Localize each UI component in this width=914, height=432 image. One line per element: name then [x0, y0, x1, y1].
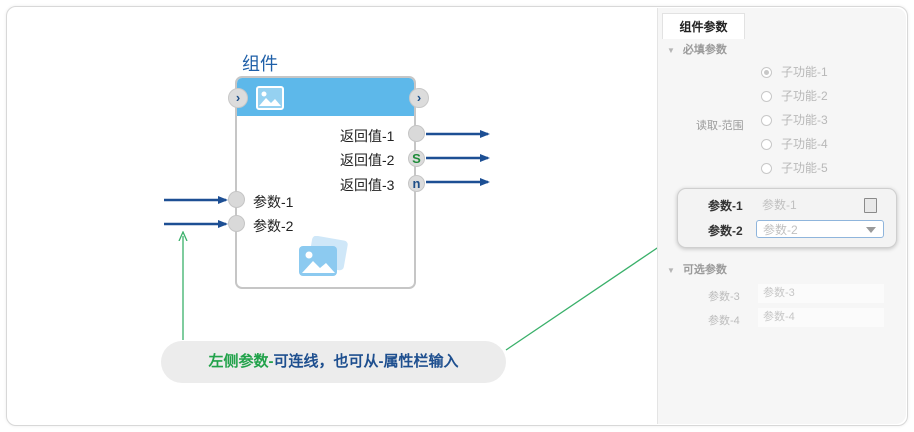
document-icon[interactable] — [864, 198, 877, 213]
radio-option-3[interactable]: 子功能-3 — [761, 111, 828, 128]
input-port-2[interactable] — [228, 215, 245, 232]
output-label-3: 返回值-3 — [340, 177, 395, 193]
image-gallery-icon — [299, 236, 348, 276]
optional-input-4[interactable]: 参数-4 — [758, 308, 884, 327]
param-select-value: 参数-2 — [763, 223, 798, 237]
callout-part-3: 属性栏输入 — [383, 353, 459, 370]
radio-label: 子功能-2 — [781, 89, 828, 103]
tab-component-params[interactable]: 组件参数 — [662, 13, 745, 39]
callout-part-1: 左侧参数- — [208, 353, 274, 370]
input-port-1[interactable] — [228, 191, 245, 208]
radio-option-2[interactable]: 子功能-2 — [761, 87, 828, 104]
radio-icon — [761, 139, 772, 150]
radio-option-1[interactable]: 子功能-1 — [761, 63, 828, 80]
callout-part-2: 可连线，也可从- — [273, 353, 384, 370]
chevron-right-icon[interactable]: › — [228, 88, 248, 108]
param-select-2[interactable]: 参数-2 — [756, 220, 884, 238]
radio-icon — [761, 115, 772, 126]
input-label-1: 参数-1 — [253, 194, 294, 210]
properties-panel: 组件参数 ▼ 必填参数 子功能-1 子功能-2 子功能-3 子功能-4 子功能-5… — [657, 8, 906, 424]
input-label-2: 参数-2 — [253, 218, 294, 234]
radio-label: 子功能-5 — [781, 161, 828, 175]
radio-icon — [761, 91, 772, 102]
radio-option-4[interactable]: 子功能-4 — [761, 135, 828, 152]
component-header — [237, 78, 414, 116]
radio-label: 子功能-1 — [781, 65, 828, 79]
chevron-right-icon[interactable]: › — [409, 88, 429, 108]
output-label-1: 返回值-1 — [340, 128, 395, 144]
triangle-down-icon: ▼ — [667, 46, 675, 55]
chevron-down-icon — [866, 227, 876, 233]
optional-section-header[interactable]: ▼ 可选参数 — [667, 261, 727, 277]
output-label-2: 返回值-2 — [340, 152, 395, 168]
optional-label-3: 参数-3 — [708, 291, 740, 303]
read-range-label: 读取-范围 — [696, 120, 744, 132]
output-port-1[interactable] — [408, 125, 425, 142]
param-input-1[interactable]: 参数-1 — [762, 198, 797, 212]
output-port-2[interactable]: S — [408, 150, 425, 167]
component-title: 组件 — [242, 54, 278, 74]
required-section-label: 必填参数 — [682, 44, 727, 56]
triangle-down-icon: ▼ — [667, 266, 675, 275]
optional-label-4: 参数-4 — [708, 315, 740, 327]
param-label-1: 参数-1 — [708, 199, 743, 213]
optional-input-3[interactable]: 参数-3 — [758, 284, 884, 303]
output-port-3[interactable]: n — [408, 175, 425, 192]
required-section-header[interactable]: ▼ 必填参数 — [667, 41, 727, 57]
radio-option-5[interactable]: 子功能-5 — [761, 159, 828, 176]
params-card: 参数-1 参数-1 参数-2 参数-2 — [677, 188, 897, 248]
radio-icon — [761, 163, 772, 174]
radio-label: 子功能-4 — [781, 137, 828, 151]
param-label-2: 参数-2 — [708, 224, 743, 238]
radio-label: 子功能-3 — [781, 113, 828, 127]
image-icon — [256, 86, 284, 110]
callout-note: 左侧参数-可连线，也可从-属性栏输入 — [161, 341, 506, 383]
optional-section-label: 可选参数 — [682, 264, 727, 276]
radio-selected-icon — [761, 67, 772, 78]
